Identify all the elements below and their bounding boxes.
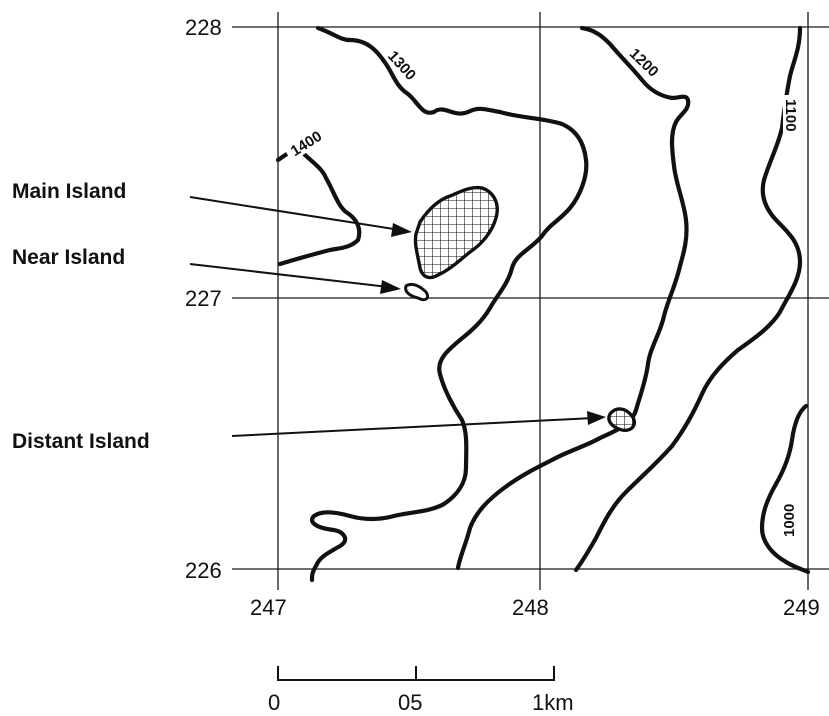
contour-label-1000: 1000 — [781, 504, 798, 537]
northing-label-226: 226 — [185, 558, 222, 583]
near-island-arrow-head — [380, 280, 401, 294]
easting-label-249: 249 — [783, 595, 820, 620]
main-island-arrow-line — [189, 196, 401, 231]
northing-label-227: 227 — [185, 286, 222, 311]
contour-1300 — [309, 25, 589, 583]
distant-island-label: Distant Island — [12, 430, 150, 453]
distant-island-arrow-line — [231, 417, 595, 437]
scale-label-0: 0 — [268, 690, 280, 715]
near-island-label: Near Island — [12, 246, 125, 269]
near-island — [404, 282, 430, 302]
northing-label-228: 228 — [185, 15, 222, 40]
contour-label-1100: 1100 — [782, 99, 799, 132]
contour-1200 — [455, 25, 691, 571]
callout-arrows — [189, 196, 606, 437]
grid-lines — [232, 12, 829, 590]
contour-lines — [275, 25, 811, 583]
easting-label-247: 247 — [250, 595, 287, 620]
main-island-arrow-head — [391, 223, 412, 237]
easting-label-248: 248 — [512, 595, 549, 620]
contour-1100 — [573, 25, 803, 573]
distant-island-arrow-head — [587, 411, 606, 425]
islands — [404, 185, 637, 432]
scale-label-05: 05 — [398, 690, 422, 715]
scale-bar-line — [277, 666, 555, 681]
distant-island — [607, 407, 637, 432]
callout-labels: Main Island Near Island Distant Island — [12, 180, 150, 453]
contour-1400 — [275, 147, 362, 267]
main-island-label: Main Island — [12, 180, 126, 203]
scale-label-1km: 1km — [532, 690, 574, 715]
contour-1000 — [759, 403, 811, 575]
near-island-arrow-line — [189, 263, 389, 288]
main-island — [413, 185, 499, 280]
coordinate-labels: 228 227 226 247 248 249 — [185, 15, 820, 620]
scale-bar: 0 05 1km — [268, 666, 574, 715]
